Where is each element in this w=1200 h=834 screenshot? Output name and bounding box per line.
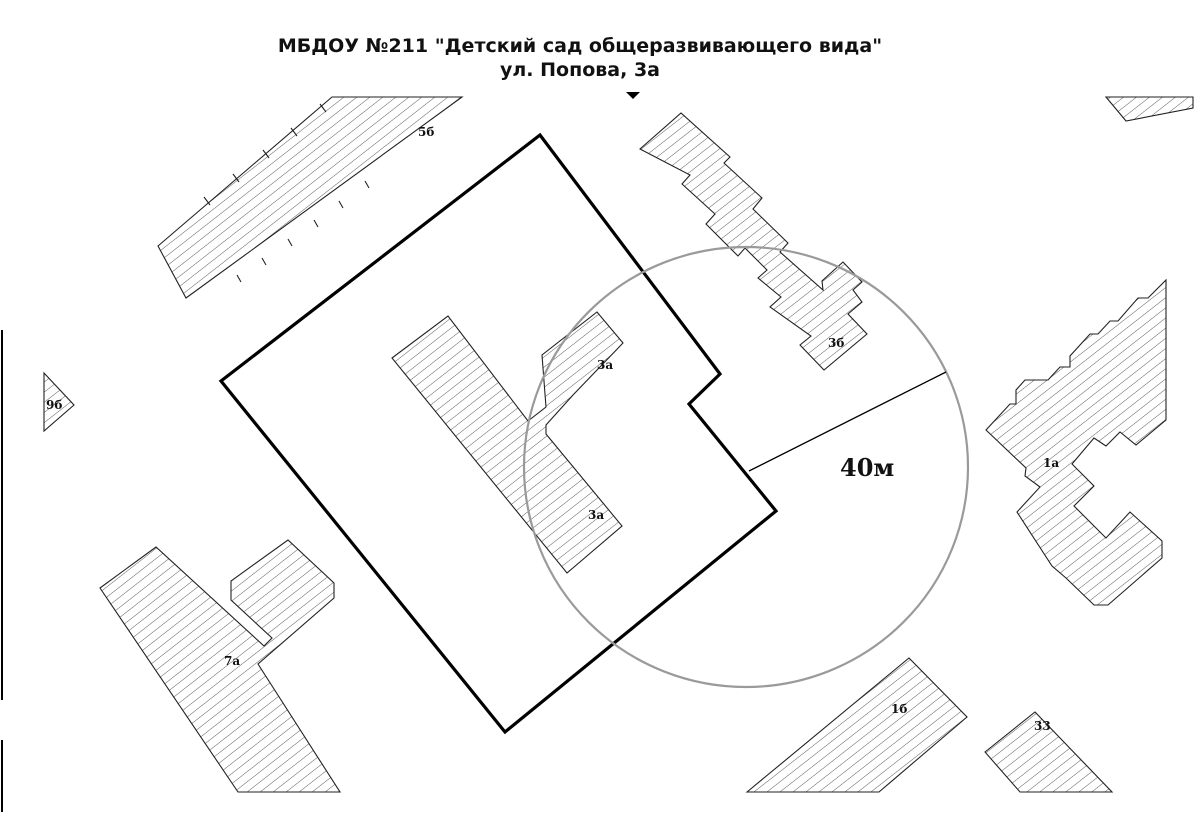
building-label-7a: 7а — [224, 654, 240, 668]
protection-zone: 40м — [522, 245, 970, 689]
north-marker-icon — [626, 92, 640, 99]
zone-radius-line — [748, 371, 947, 472]
building-label-33: 33 — [1034, 719, 1051, 733]
building-label-5b: 5б — [418, 125, 434, 139]
building-3b: 3б — [639, 112, 868, 371]
plot-boundary — [218, 132, 779, 735]
building-label-1b: 1б — [891, 702, 907, 716]
building-label-3a-bottom: 3а — [588, 508, 604, 522]
document-title: МБДОУ №211 "Детский сад общеразвивающего… — [278, 35, 882, 57]
building-7a: 7а — [99, 539, 342, 793]
document-address: ул. Попова, 3а — [500, 59, 660, 81]
zone-radius-label: 40м — [840, 453, 894, 482]
building-1b: 1б — [745, 657, 968, 793]
building-label-1a: 1а — [1043, 456, 1059, 470]
building-corner-top-right — [1104, 96, 1194, 122]
building-9b: 9б — [43, 371, 75, 433]
building-33: 33 — [984, 711, 1114, 793]
building-3a: 3а 3а — [391, 311, 624, 574]
building-label-9b: 9б — [46, 398, 62, 412]
building-5b-ticks — [203, 103, 370, 283]
building-5b: 5б — [157, 96, 464, 299]
zone-circle — [522, 245, 970, 689]
building-label-3a-top: 3а — [597, 358, 613, 372]
building-label-3b: 3б — [828, 336, 844, 350]
building-1a: 1а — [985, 278, 1167, 606]
